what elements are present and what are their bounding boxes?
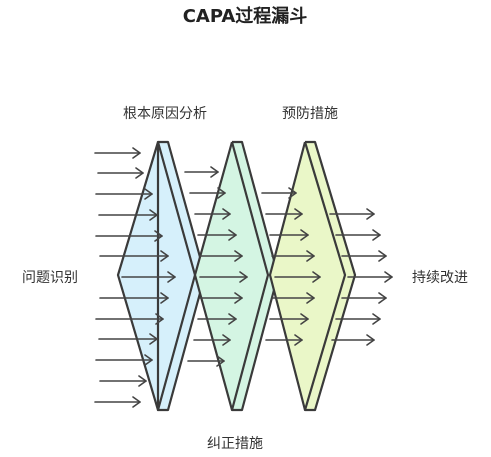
flow-arrow	[261, 187, 297, 199]
input-arrow	[99, 292, 169, 304]
input-arrow	[99, 375, 147, 387]
flow-arrow	[197, 229, 237, 241]
flow-arrow	[197, 313, 237, 325]
output-arrow	[341, 250, 387, 262]
flow-arrow	[184, 166, 219, 178]
diagram-title: CAPA过程漏斗	[183, 5, 308, 27]
flow-arrow	[265, 334, 303, 346]
label-continuous-improvement: 持续改进	[412, 269, 468, 286]
flow-arrow	[274, 271, 321, 283]
input-arrow	[97, 167, 144, 179]
output-arrow	[335, 313, 381, 325]
label-correction: 纠正措施	[207, 436, 263, 452]
input-arrows	[94, 147, 176, 408]
input-arrow	[95, 188, 153, 200]
input-arrow	[94, 396, 141, 408]
input-arrow	[98, 209, 158, 221]
input-arrow	[95, 313, 164, 325]
output-arrow	[331, 334, 375, 346]
flow-arrow	[269, 229, 309, 241]
stage-2-to-3-arrows	[261, 187, 321, 346]
label-root-cause: 根本原因分析	[123, 106, 207, 122]
label-prevention: 预防措施	[282, 106, 338, 122]
flow-arrow	[265, 208, 303, 220]
output-arrow	[329, 208, 375, 220]
flow-arrow	[199, 250, 243, 262]
flow-arrow	[271, 292, 315, 304]
flow-arrow	[189, 187, 226, 199]
output-arrows	[329, 208, 393, 346]
input-arrow	[121, 271, 176, 283]
flow-arrow	[194, 208, 231, 220]
input-arrow	[95, 230, 163, 242]
input-arrow	[99, 250, 169, 262]
output-arrow	[341, 292, 387, 304]
input-arrow	[98, 333, 158, 345]
stage-1-to-2-arrows	[184, 166, 248, 367]
flow-arrow	[271, 250, 315, 262]
funnel-stage-2	[193, 140, 280, 412]
input-arrow	[94, 147, 141, 159]
flow-arrow	[269, 313, 309, 325]
output-arrow	[347, 271, 393, 283]
flow-arrow	[187, 355, 225, 367]
flow-arrow	[199, 292, 243, 304]
input-arrow	[95, 354, 153, 366]
funnel-stage-3	[268, 140, 357, 412]
funnel-stage-1	[116, 140, 207, 412]
output-arrow	[335, 229, 381, 241]
flow-arrow	[193, 334, 231, 346]
label-problem-identification: 问题识别	[22, 270, 78, 286]
flow-arrow	[199, 271, 248, 283]
